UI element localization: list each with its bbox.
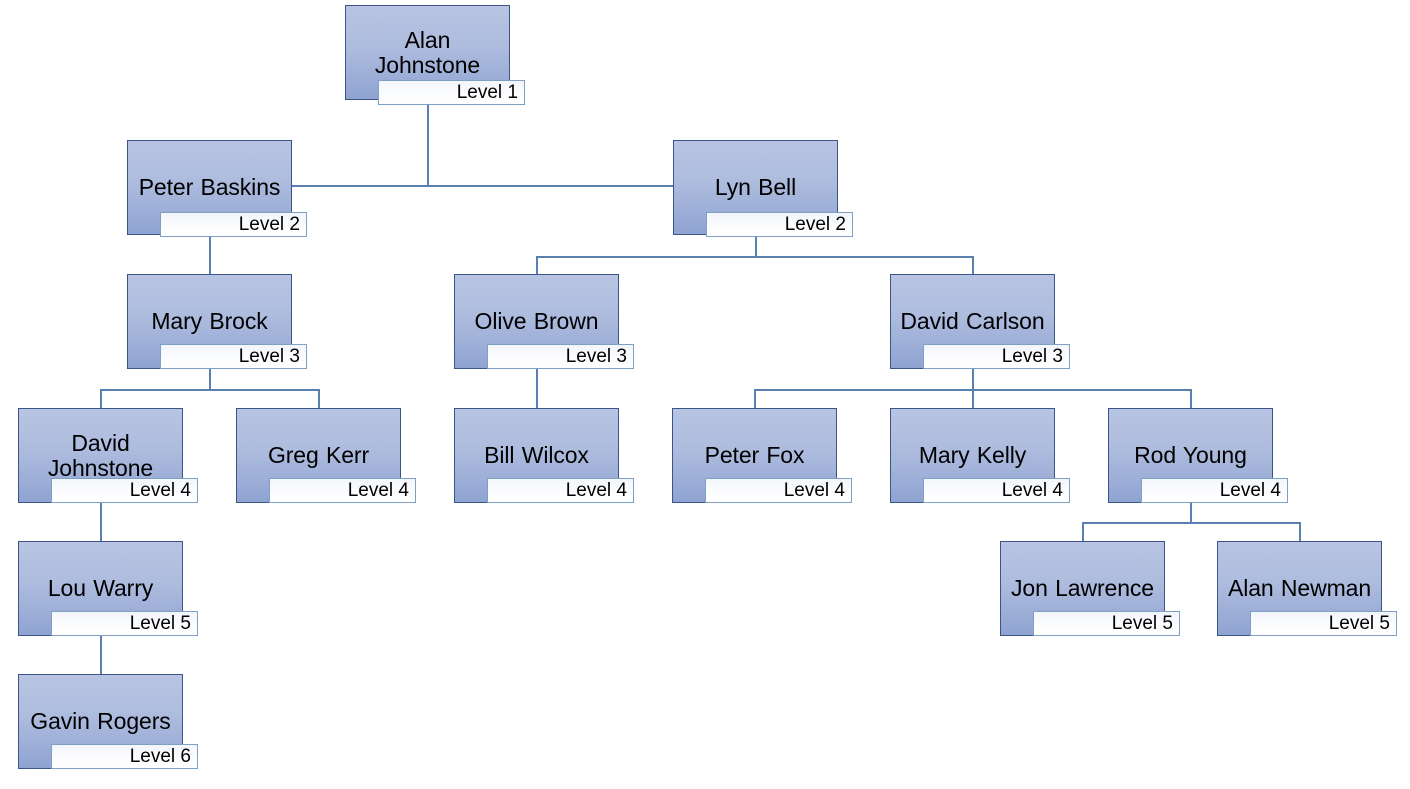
level-label-mary-kelly: Level 4 [1001, 479, 1063, 501]
node-name-olive-brown: Olive Brown [474, 308, 599, 335]
level-label-peter-fox: Level 4 [783, 479, 845, 501]
level-label-gavin-rogers: Level 6 [129, 745, 191, 767]
level-plate-alan-newman: Level 5 [1250, 611, 1397, 636]
level-plate-david-johnstone: Level 4 [51, 478, 198, 503]
connector-olive-brown-to-bill [536, 369, 538, 409]
level-label-lou-warry: Level 5 [129, 612, 191, 634]
connector-level4-bus-left [100, 389, 319, 391]
connector-level2-bus [292, 185, 674, 187]
level-plate-mary-brock: Level 3 [160, 344, 307, 369]
level-plate-peter-baskins: Level 2 [160, 212, 307, 237]
node-name-david-johnstone: David Johnstone [47, 429, 154, 481]
level-label-rod-young: Level 4 [1219, 479, 1281, 501]
connector-alan-newman-riser [1299, 522, 1301, 542]
connector-lou-warry-to-gavin [100, 636, 102, 676]
level-plate-gavin-rogers: Level 6 [51, 744, 198, 769]
connector-olive-brown-riser [536, 256, 538, 275]
node-name-peter-fox: Peter Fox [704, 442, 805, 469]
connector-level3-bus-right [536, 256, 973, 258]
level-plate-mary-kelly: Level 4 [923, 478, 1070, 503]
level-label-olive-brown: Level 3 [565, 345, 627, 367]
connector-level5-bus-right [1082, 522, 1300, 524]
node-name-bill-wilcox: Bill Wilcox [484, 442, 589, 469]
node-name-david-carlson: David Carlson [900, 308, 1045, 335]
level-plate-rod-young: Level 4 [1141, 478, 1288, 503]
level-plate-lou-warry: Level 5 [51, 611, 198, 636]
node-name-rod-young: Rod Young [1134, 442, 1247, 469]
node-name-alan-newman: Alan Newman [1227, 575, 1372, 602]
node-name-jon-lawrence: Jon Lawrence [1011, 575, 1154, 602]
level-label-alan-newman: Level 5 [1328, 612, 1390, 634]
level-plate-alan-johnstone: Level 1 [378, 80, 525, 105]
connector-david-carlson-stem-down [972, 369, 974, 390]
connector-david-johnstone-riser [100, 389, 102, 409]
node-name-mary-brock: Mary Brock [151, 308, 268, 335]
level-plate-peter-fox: Level 4 [705, 478, 852, 503]
level-label-david-johnstone: Level 4 [129, 479, 191, 501]
level-label-alan-johnstone: Level 1 [456, 81, 518, 103]
connector-mary-brock-drop [209, 247, 211, 275]
connector-peter-fox-riser [754, 389, 756, 409]
connector-rod-young-stem-down [1190, 503, 1192, 523]
node-name-alan-johnstone: Alan Johnstone [374, 26, 481, 78]
level-label-jon-lawrence: Level 5 [1111, 612, 1173, 634]
level-plate-greg-kerr: Level 4 [269, 478, 416, 503]
connector-lyn-bell-to-bus [755, 237, 757, 256]
level-label-mary-brock: Level 3 [238, 345, 300, 367]
node-name-greg-kerr: Greg Kerr [267, 442, 370, 469]
connector-mary-brock-to-bus [209, 369, 211, 390]
level-plate-lyn-bell: Level 2 [706, 212, 853, 237]
level-plate-bill-wilcox: Level 4 [487, 478, 634, 503]
node-name-mary-kelly: Mary Kelly [918, 442, 1027, 469]
connector-david-johnstone-to-lou [100, 503, 102, 543]
connector-mary-kelly-riser [972, 389, 974, 409]
connector-greg-kerr-riser [318, 389, 320, 409]
level-label-peter-baskins: Level 2 [238, 213, 300, 235]
level-label-lyn-bell: Level 2 [784, 213, 846, 235]
level-label-greg-kerr: Level 4 [347, 479, 409, 501]
node-name-lyn-bell: Lyn Bell [714, 174, 797, 201]
node-name-gavin-rogers: Gavin Rogers [30, 708, 171, 735]
connector-jon-lawrence-riser [1082, 522, 1084, 542]
connector-david-carlson-riser [972, 256, 974, 275]
connector-root-stem [427, 100, 429, 186]
level-plate-jon-lawrence: Level 5 [1033, 611, 1180, 636]
level-plate-david-carlson: Level 3 [923, 344, 1070, 369]
node-name-lou-warry: Lou Warry [47, 575, 154, 602]
node-name-peter-baskins: Peter Baskins [138, 174, 281, 201]
level-label-david-carlson: Level 3 [1001, 345, 1063, 367]
level-label-bill-wilcox: Level 4 [565, 479, 627, 501]
connector-rod-young-riser [1190, 389, 1192, 409]
level-plate-olive-brown: Level 3 [487, 344, 634, 369]
